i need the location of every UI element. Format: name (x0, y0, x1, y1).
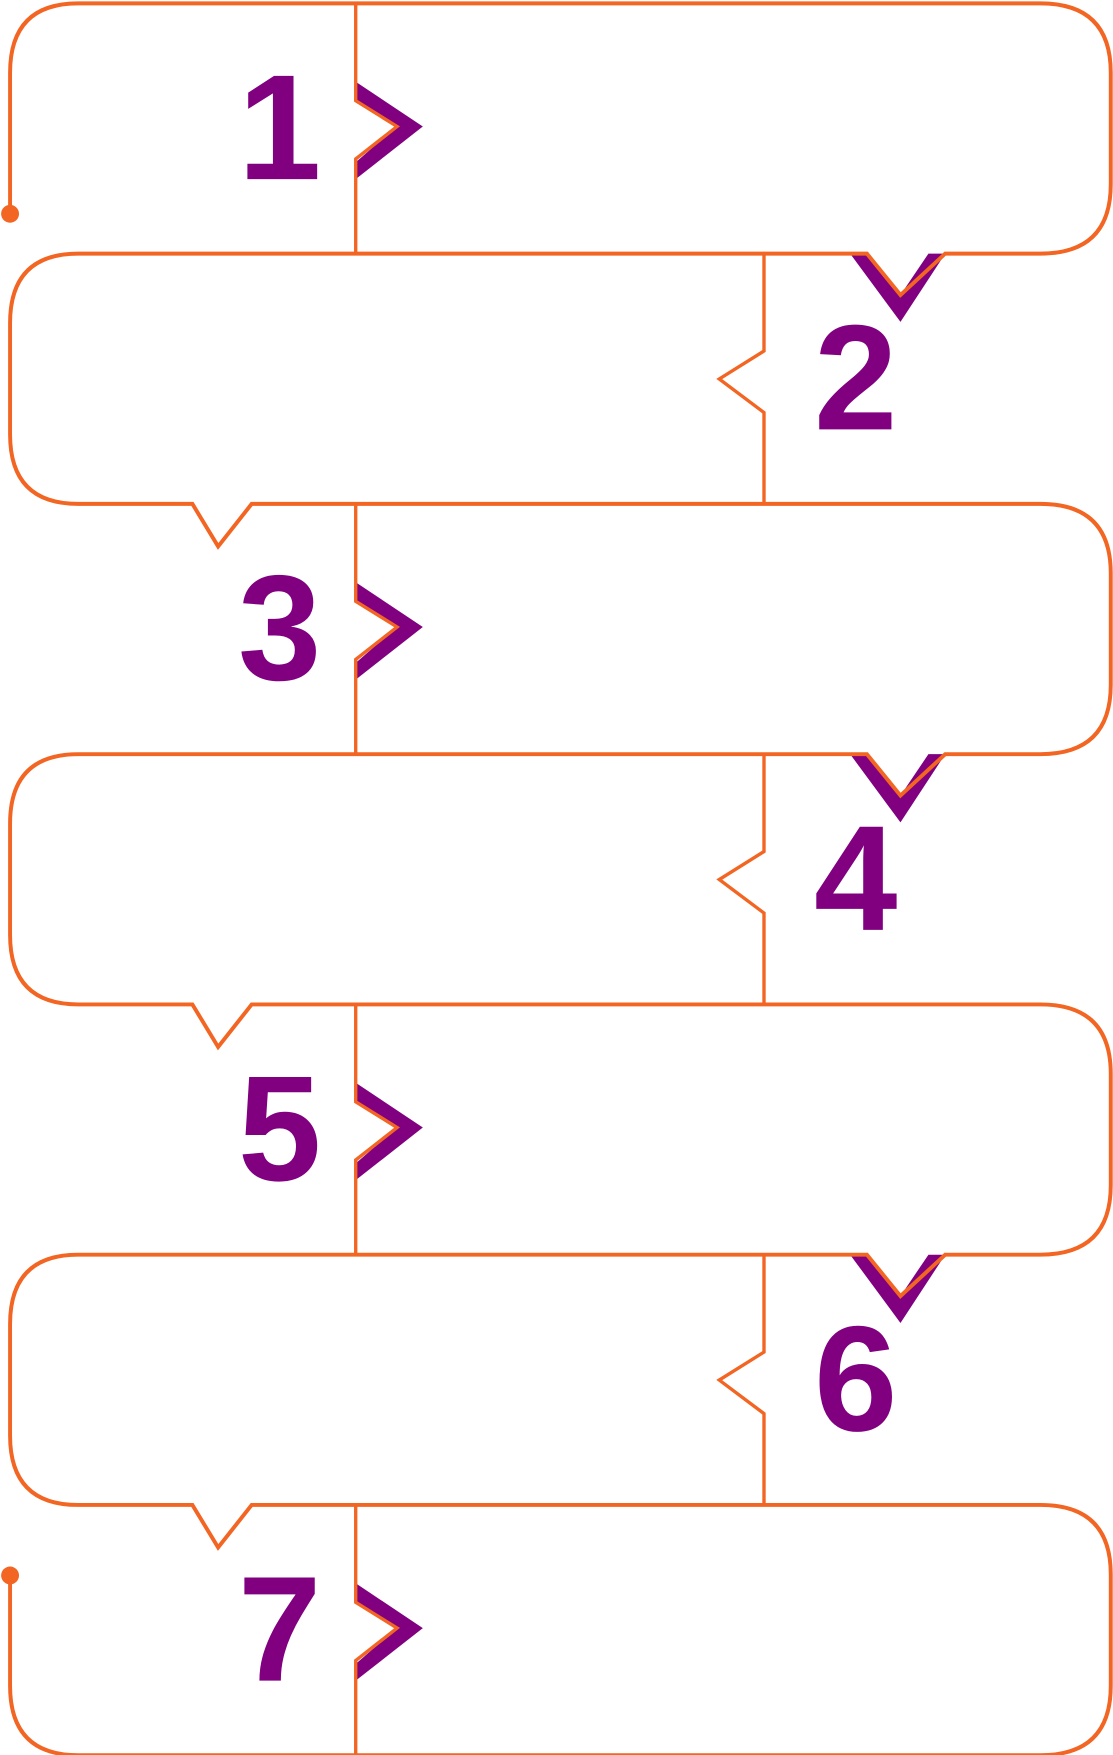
step-number-2: 2 (814, 293, 897, 461)
chevron-down-icon (850, 1254, 946, 1323)
step-divider (716, 1254, 766, 1505)
start-dot (1, 204, 20, 223)
flow-path (8, 1, 1113, 1755)
step-number-5: 5 (238, 1044, 321, 1212)
step-divider (354, 1004, 401, 1255)
chevron-right-icon (355, 1583, 423, 1681)
chevron-right-icon (355, 81, 423, 180)
step-number-6: 6 (814, 1294, 897, 1462)
chevron-down-icon (850, 754, 946, 823)
chevron-right-icon (355, 582, 423, 680)
step-divider (354, 1504, 401, 1755)
step-divider (354, 3, 401, 254)
step-divider (354, 503, 401, 755)
end-dot (1, 1566, 20, 1585)
chevron-down-icon (850, 253, 946, 322)
step-number-7: 7 (238, 1545, 321, 1713)
step-number-3: 3 (238, 544, 321, 712)
step-divider (716, 754, 766, 1005)
step-number-4: 4 (814, 794, 897, 962)
step-number-1: 1 (238, 43, 321, 211)
chevron-right-icon (355, 1082, 423, 1181)
step-divider (716, 253, 766, 504)
